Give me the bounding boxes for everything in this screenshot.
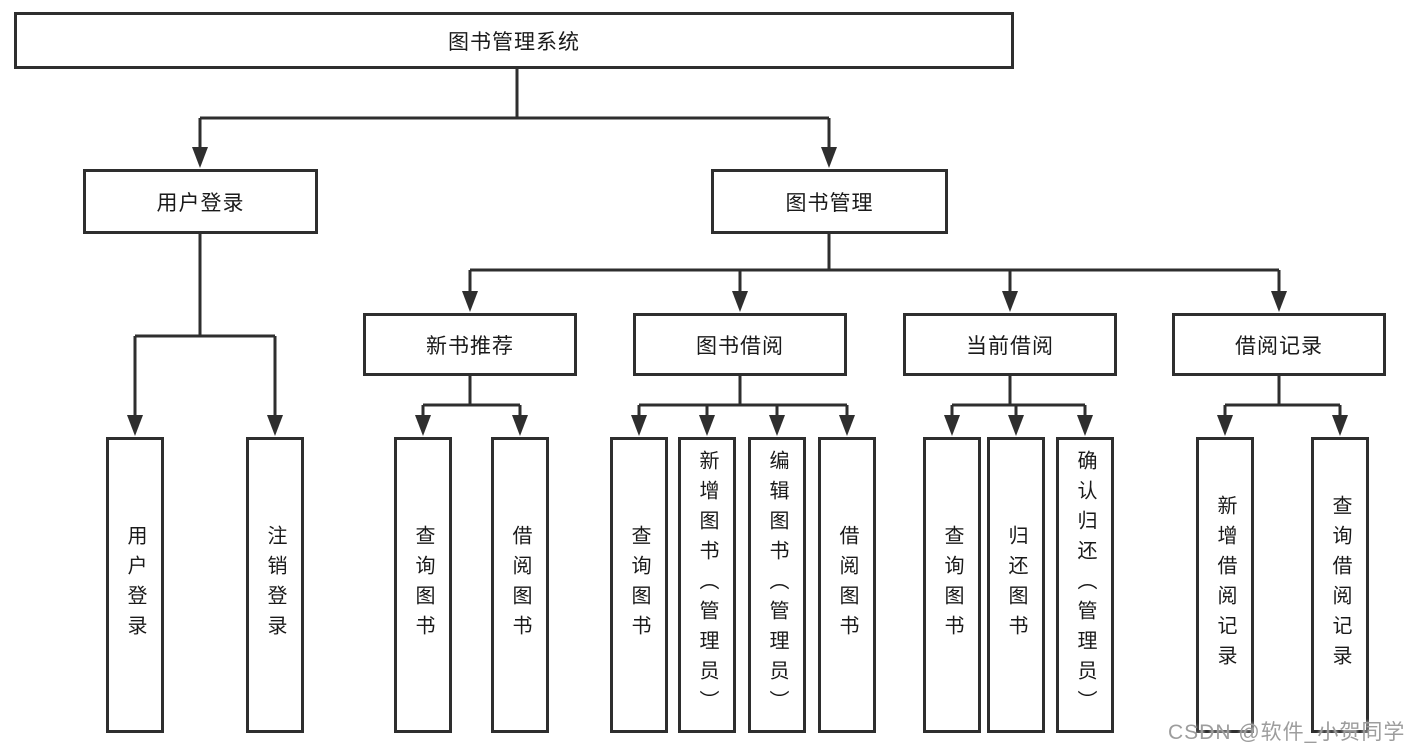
leaf-record-add-label: 新增借阅记录 xyxy=(1214,495,1236,675)
leaf-newbook-borrow-label: 借阅图书 xyxy=(509,525,531,645)
leaf-user-login-label: 用户登录 xyxy=(124,525,146,645)
node-user-login: 用户登录 xyxy=(83,169,318,234)
connector-new-book-children xyxy=(415,376,528,436)
node-current-borrow: 当前借阅 xyxy=(903,313,1117,376)
node-borrow-record: 借阅记录 xyxy=(1172,313,1386,376)
leaf-borrow-query: 查询图书 xyxy=(610,437,668,733)
leaf-borrow-book-label: 借阅图书 xyxy=(836,525,858,645)
leaf-record-add: 新增借阅记录 xyxy=(1196,437,1254,733)
leaf-borrow-edit-admin: 编辑图书（管理员） xyxy=(748,437,806,733)
connector-root-to-level2 xyxy=(192,69,837,168)
leaf-borrow-add-admin: 新增图书（管理员） xyxy=(678,437,736,733)
node-new-book-recommend: 新书推荐 xyxy=(363,313,577,376)
connector-user-login-children xyxy=(127,234,283,436)
leaf-current-return-label: 归还图书 xyxy=(1005,525,1027,645)
leaf-user-login: 用户登录 xyxy=(106,437,164,733)
leaf-borrow-query-label: 查询图书 xyxy=(628,525,650,645)
connector-current-borrow-children xyxy=(944,376,1093,436)
leaf-newbook-borrow: 借阅图书 xyxy=(491,437,549,733)
leaf-logout: 注销登录 xyxy=(246,437,304,733)
leaf-current-confirm-admin-label: 确认归还（管理员） xyxy=(1074,450,1096,720)
node-library-system: 图书管理系统 xyxy=(14,12,1014,69)
leaf-current-query: 查询图书 xyxy=(923,437,981,733)
leaf-borrow-edit-admin-label: 编辑图书（管理员） xyxy=(766,450,788,720)
leaf-current-confirm-admin: 确认归还（管理员） xyxy=(1056,437,1114,733)
leaf-newbook-query: 查询图书 xyxy=(394,437,452,733)
leaf-current-query-label: 查询图书 xyxy=(941,525,963,645)
connector-borrow-record-children xyxy=(1217,376,1348,436)
leaf-newbook-query-label: 查询图书 xyxy=(412,525,434,645)
csdn-watermark: CSDN @软件_小贺同学 xyxy=(1168,721,1405,744)
connector-book-management-children xyxy=(462,234,1287,312)
leaf-record-query: 查询借阅记录 xyxy=(1311,437,1369,733)
leaf-current-return: 归还图书 xyxy=(987,437,1045,733)
connector-book-borrow-children xyxy=(631,376,855,436)
leaf-borrow-book: 借阅图书 xyxy=(818,437,876,733)
node-book-management: 图书管理 xyxy=(711,169,948,234)
leaf-logout-label: 注销登录 xyxy=(264,525,286,645)
node-book-borrow: 图书借阅 xyxy=(633,313,847,376)
leaf-record-query-label: 查询借阅记录 xyxy=(1329,495,1351,675)
leaf-borrow-add-admin-label: 新增图书（管理员） xyxy=(696,450,718,720)
